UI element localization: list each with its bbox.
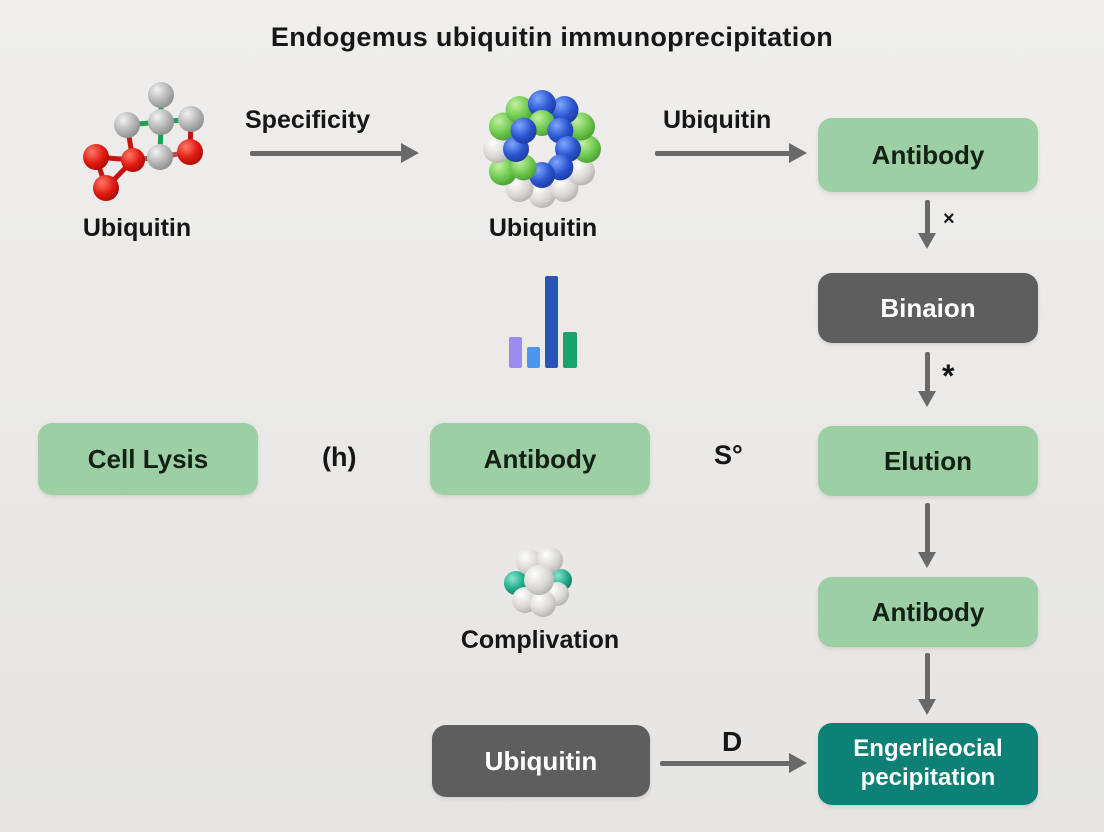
down-arrow-2 — [918, 352, 936, 407]
ubiquitin-ballstick-icon — [83, 82, 204, 201]
complivation-label: Complivation — [460, 626, 620, 654]
final-box-line2: pecipitation — [860, 764, 996, 791]
bar — [545, 276, 558, 368]
cell-lysis-label: Cell Lysis — [87, 443, 209, 474]
down-arrow-4 — [918, 653, 936, 715]
antibody-box-mid-label: Antibody — [483, 443, 597, 474]
antibody-box-lower: Antibody — [818, 577, 1038, 647]
specificity-arrow — [250, 143, 419, 163]
asterisk-mark: * — [942, 358, 955, 394]
ubiquitin-arrow — [655, 143, 807, 163]
ubiquitin-dark-box: Ubiquitin — [432, 725, 650, 797]
diagram-title: Endogemus ubiquitin immunoprecipitation — [270, 22, 834, 52]
elution-box: Elution — [818, 426, 1038, 496]
elution-box-label: Elution — [883, 445, 973, 476]
binding-box: Binaion — [818, 273, 1038, 343]
bar — [509, 337, 522, 368]
h-label: (h) — [322, 442, 357, 472]
antibody-box-top: Antibody — [818, 118, 1038, 192]
ubiquitin-dark-box-label: Ubiquitin — [484, 745, 598, 776]
specificity-label: Specificity — [245, 106, 371, 134]
final-box-line1: Engerlieocial — [853, 735, 1003, 763]
protein-complex-icon — [504, 547, 572, 617]
ubiquitin-label-left: Ubiquitin — [82, 214, 192, 242]
d-label: D — [722, 726, 743, 757]
ubiquitin-arrow-label: Ubiquitin — [663, 106, 772, 134]
bar — [527, 347, 540, 368]
s-label: S° — [714, 440, 743, 470]
ubiquitin-label-center: Ubiquitin — [488, 214, 598, 242]
binding-box-label: Binaion — [880, 292, 976, 323]
bar-chart-icon — [509, 272, 577, 368]
down-arrow-3 — [918, 503, 936, 568]
cross-mark: × — [943, 208, 955, 230]
antibody-box-mid: Antibody — [430, 423, 650, 495]
cell-lysis-box: Cell Lysis — [38, 423, 258, 495]
ubiquitin-cluster-icon — [483, 90, 601, 208]
down-arrow-1 — [918, 200, 936, 249]
antibody-box-lower-label: Antibody — [871, 596, 985, 627]
d-arrow — [660, 753, 807, 773]
bar — [563, 332, 577, 368]
antibody-box-top-label: Antibody — [871, 139, 985, 170]
final-precipitation-box: Engerlieocial pecipitation — [818, 723, 1038, 805]
